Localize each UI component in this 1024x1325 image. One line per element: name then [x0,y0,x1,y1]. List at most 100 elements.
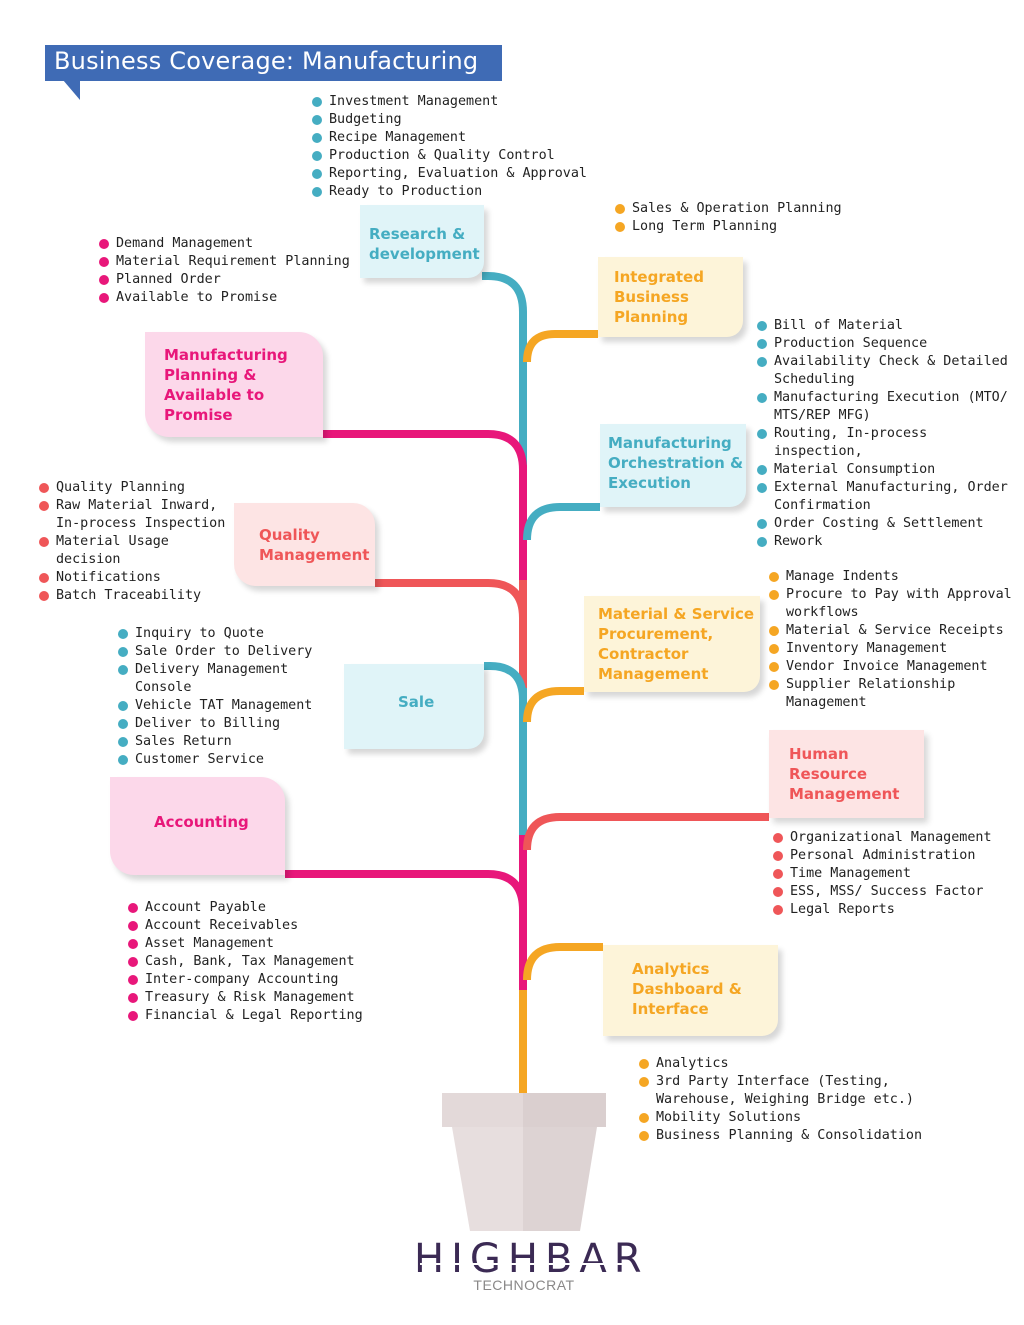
list-item: Organizational Management [773,829,1013,847]
list-item: Sale Order to Delivery [118,643,348,661]
list-item: Manage Indents [769,568,1019,586]
list-moe: Bill of Material Production Sequence Ava… [757,317,1019,551]
list-item: External Manufacturing, Order Confirmati… [757,479,1019,515]
list-item: Planned Order [99,271,359,289]
list-item: Reporting, Evaluation & Approval [312,165,612,183]
list-item: Budgeting [312,111,612,129]
list-research: Investment Management Budgeting Recipe M… [312,93,612,201]
bullet-icon [118,665,128,675]
branch-hr [523,813,769,851]
list-item: Cash, Bank, Tax Management [128,953,368,971]
list-item: Treasury & Risk Management [128,989,368,1007]
bullet-icon [128,975,138,985]
bullet-icon [312,151,322,161]
bullet-icon [769,590,779,600]
bullet-icon [757,429,767,439]
bullet-icon [615,222,625,232]
bullet-icon [99,257,109,267]
list-item: Asset Management [128,935,368,953]
list-analytics: Analytics 3rd Party Interface (Testing, … [639,1055,929,1145]
node-hr-label: Human Resource Management [789,745,900,803]
bullet-icon [128,921,138,931]
bullet-icon [757,321,767,331]
bullet-icon [773,851,783,861]
node-ibp-label: Integrated Business Planning [614,268,704,326]
node-sale-box: Sale [344,664,484,749]
list-item: Analytics [639,1055,929,1073]
list-item: Ready to Production [312,183,612,201]
list-item: Customer Service [118,751,348,769]
bullet-icon [757,357,767,367]
bullet-icon [757,537,767,547]
banner-tail [63,80,80,100]
list-item: Raw Material Inward, In-process Inspecti… [39,497,239,533]
pot-body-right-edge [580,1127,597,1231]
list-item: Available to Promise [99,289,359,307]
bullet-icon [769,572,779,582]
node-analytics-label: Analytics Dashboard & Interface [632,960,742,1018]
node-quality-label: Quality Management [259,526,370,564]
bullet-icon [99,275,109,285]
list-procurement: Manage Indents Procure to Pay with Appro… [769,568,1019,712]
pot-body-shade [523,1127,580,1231]
list-item: Long Term Planning [615,218,875,236]
list-item: Production Sequence [757,335,1019,353]
node-moe-box: Manufacturing Orchestration & Execution [600,424,746,507]
list-item: Inquiry to Quote [118,625,348,643]
list-hr: Organizational Management Personal Admin… [773,829,1013,919]
list-item: Material Usage decision [39,533,239,569]
pot-rim-shade [523,1093,606,1127]
bullet-icon [118,629,128,639]
bullet-icon [639,1113,649,1123]
pot-body-left-edge [452,1127,470,1231]
branch-sale [484,662,527,701]
bullet-icon [773,869,783,879]
node-research-box: Research & development [360,205,484,278]
bullet-icon [769,626,779,636]
bullet-icon [128,939,138,949]
bullet-icon [639,1131,649,1141]
bullet-icon [128,903,138,913]
list-item: Legal Reports [773,901,1013,919]
bullet-icon [128,957,138,967]
node-analytics-box: Analytics Dashboard & Interface [603,945,778,1036]
bullet-icon [118,701,128,711]
list-item: Manufacturing Execution (MTO/ MTS/REP MF… [757,389,1019,425]
list-item: Financial & Legal Reporting [128,1007,368,1025]
node-sale-label: Sale [398,693,435,711]
bullet-icon [639,1059,649,1069]
node-research-label: Research & development [369,225,480,263]
list-mpap: Demand Management Material Requirement P… [99,235,359,307]
branch-research [482,272,527,360]
logo-stripe [420,1263,628,1265]
list-item: Sales Return [118,733,348,751]
bullet-icon [312,133,322,143]
list-item: Production & Quality Control [312,147,612,165]
bullet-icon [769,644,779,654]
list-ibp: Sales & Operation Planning Long Term Pla… [615,200,875,236]
bullet-icon [769,680,779,690]
bullet-icon [757,519,767,529]
list-item: Material Consumption [757,461,1019,479]
bullet-icon [639,1077,649,1087]
list-item: Inter-company Accounting [128,971,368,989]
node-accounting-label: Accounting [154,813,249,831]
bullet-icon [757,393,767,403]
logo-wordmark: HIGHBAR [414,1236,649,1282]
list-item: Batch Traceability [39,587,239,605]
bullet-icon [118,737,128,747]
bullet-icon [128,993,138,1003]
bullet-icon [757,483,767,493]
bullet-icon [39,537,49,547]
bullet-icon [128,1011,138,1021]
bullet-icon [773,833,783,843]
list-item: Time Management [773,865,1013,883]
bullet-icon [39,483,49,493]
list-item: Delivery Management Console [118,661,348,697]
node-mpap-box: Manufacturing Planning & Available to Pr… [145,332,323,437]
list-item: Deliver to Billing [118,715,348,733]
branch-quality [375,579,527,619]
node-procurement-label: Material & Service Procurement, Contract… [598,605,755,683]
node-ibp-box: Integrated Business Planning [598,257,743,337]
